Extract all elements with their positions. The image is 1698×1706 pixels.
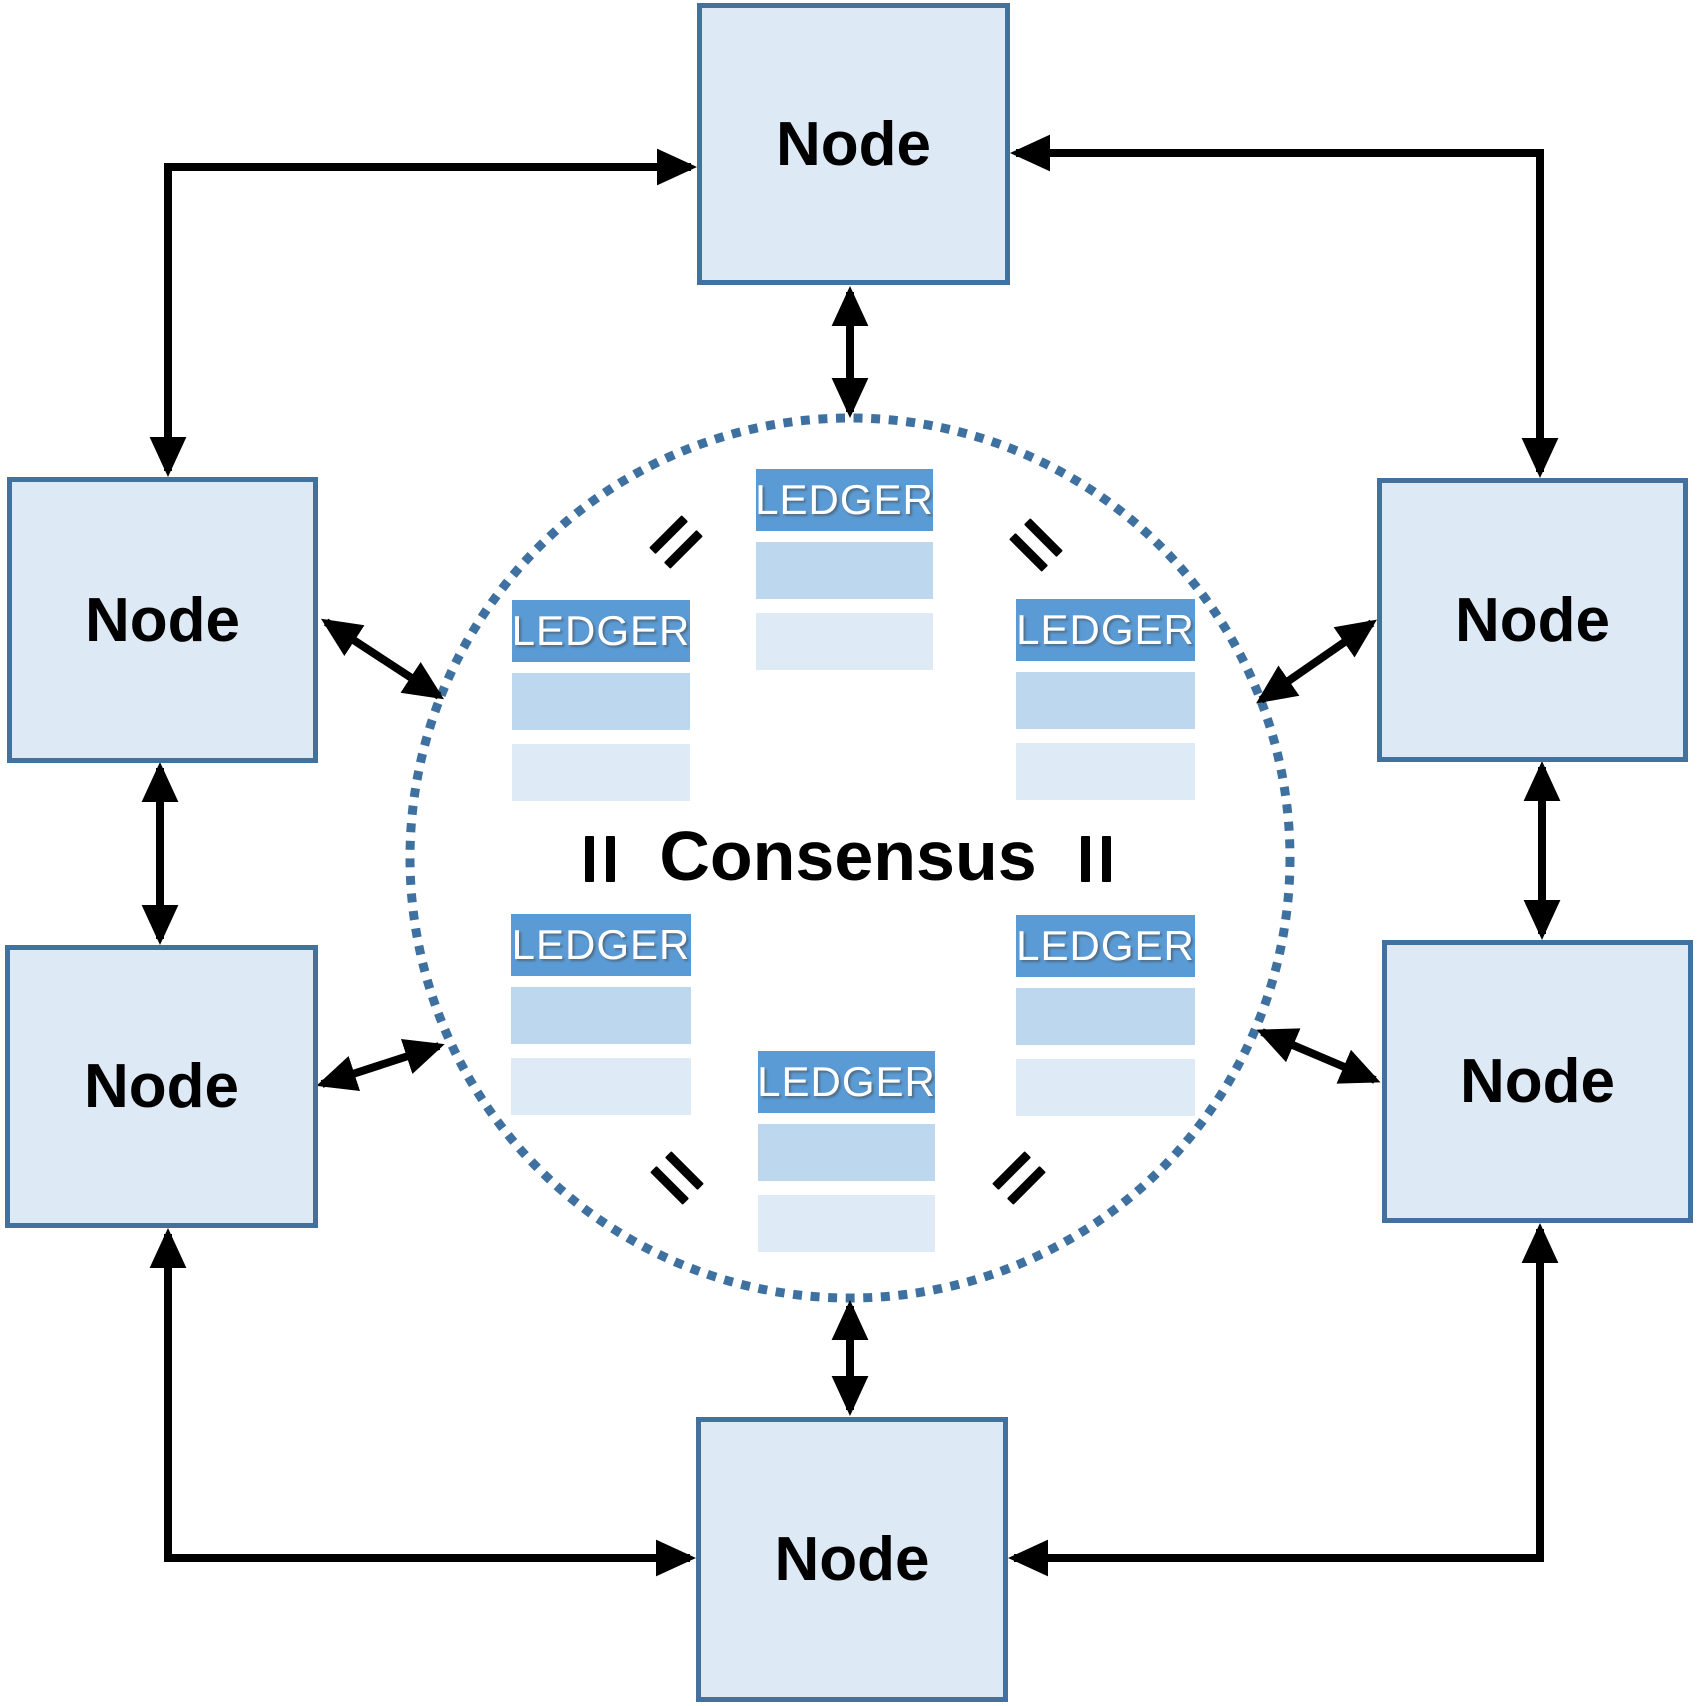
ledger-header: LEDGER — [1016, 915, 1195, 977]
node-label: Node — [85, 585, 240, 655]
arrow-rightlower-ring — [1256, 1028, 1381, 1084]
node-label: Node — [84, 1052, 239, 1121]
arrow-topright-corner — [1010, 134, 1559, 478]
ledger-row — [512, 744, 690, 801]
ledger-row — [756, 613, 933, 670]
ledger-header: LEDGER — [511, 914, 691, 976]
arrow-topleft-corner — [149, 148, 697, 477]
node-bottom: Node — [696, 1417, 1008, 1702]
ledger-row — [1016, 672, 1195, 729]
ledger-lower-left: LEDGER — [511, 914, 691, 1115]
node-label: Node — [774, 1525, 930, 1594]
ledger-row — [511, 1058, 691, 1115]
arrow-leftlower-ring — [316, 1039, 445, 1091]
ledger-title: LEDGER — [1016, 606, 1195, 653]
ledger-header: LEDGER — [755, 469, 934, 531]
arrow-leftupper-ring — [320, 618, 445, 700]
node-label: Node — [1460, 1047, 1615, 1116]
ledger-bottom: LEDGER — [757, 1051, 936, 1252]
node-label: Node — [776, 109, 931, 179]
ledger-upper-left: LEDGER — [512, 600, 690, 801]
ledger-title: LEDGER — [757, 1058, 936, 1105]
ledger-row — [1016, 743, 1195, 800]
node-right-upper: Node — [1377, 478, 1688, 762]
ledger-row — [758, 1124, 935, 1181]
ledger-lower-right: LEDGER — [1016, 915, 1195, 1116]
node-left-upper: Node — [7, 477, 318, 763]
ledger-upper-right: LEDGER — [1016, 599, 1195, 800]
ledger-row — [1016, 988, 1195, 1045]
node-left-lower: Node — [5, 945, 318, 1228]
arrow-rightupper-ring — [1256, 619, 1377, 704]
ledger-title: LEDGER — [755, 476, 934, 523]
arrow-bottomleft-corner — [149, 1228, 696, 1577]
ledger-top: LEDGER — [755, 469, 934, 670]
node-top: Node — [697, 3, 1010, 285]
ledger-row — [511, 987, 691, 1044]
consensus-ring — [405, 413, 1295, 1303]
equals-icon — [1081, 836, 1111, 882]
ledger-row — [512, 673, 690, 730]
consensus-label: Consensus — [659, 816, 1037, 895]
node-label: Node — [1455, 585, 1610, 655]
node-right-lower: Node — [1382, 940, 1693, 1223]
ledger-title: LEDGER — [511, 607, 691, 654]
ledger-title: LEDGER — [511, 921, 691, 968]
ledger-row — [758, 1195, 935, 1252]
ledger-row — [1016, 1059, 1195, 1116]
ledger-title: LEDGER — [1016, 922, 1195, 969]
ledger-header: LEDGER — [1016, 599, 1195, 661]
ledger-row — [756, 542, 933, 599]
ledger-header: LEDGER — [512, 600, 690, 662]
ledger-header: LEDGER — [757, 1051, 936, 1113]
arrow-bottomright-corner — [1008, 1223, 1559, 1577]
equals-icon — [585, 836, 615, 882]
